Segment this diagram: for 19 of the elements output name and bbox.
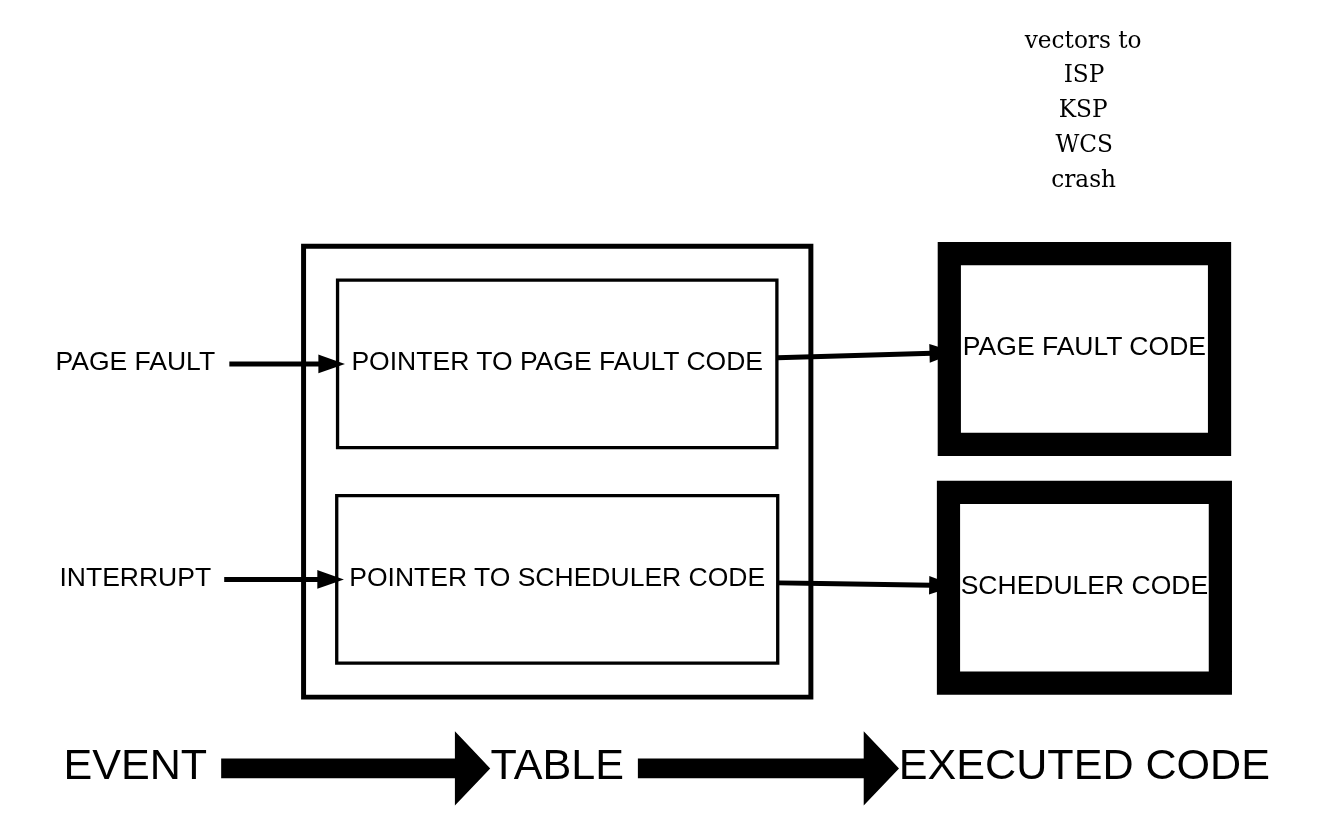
label: WCS: [1054, 130, 1113, 158]
node-box: SCHEDULER CODE: [936, 480, 1232, 695]
arrow: [637, 731, 899, 806]
node-text: EXECUTED CODE: [898, 739, 1270, 788]
label: ISP: [1063, 60, 1104, 88]
arrow: [223, 570, 344, 589]
node-text: PAGE FAULT: [54, 346, 215, 377]
cluster: [300, 243, 813, 700]
label: vectors to: [1024, 25, 1142, 53]
node-text: INTERRUPT: [58, 561, 211, 592]
arrow: [228, 354, 345, 374]
node-box: POINTER TO SCHEDULER CODE: [334, 494, 779, 665]
label: crash: [1050, 164, 1116, 192]
node-text: EVENT: [62, 739, 207, 788]
label: KSP: [1058, 95, 1108, 123]
node-box: POINTER TO PAGE FAULT CODE: [335, 278, 779, 450]
arrow: [220, 731, 490, 806]
node-box: PAGE FAULT CODE: [937, 242, 1231, 456]
node-text: TABLE: [490, 739, 624, 788]
